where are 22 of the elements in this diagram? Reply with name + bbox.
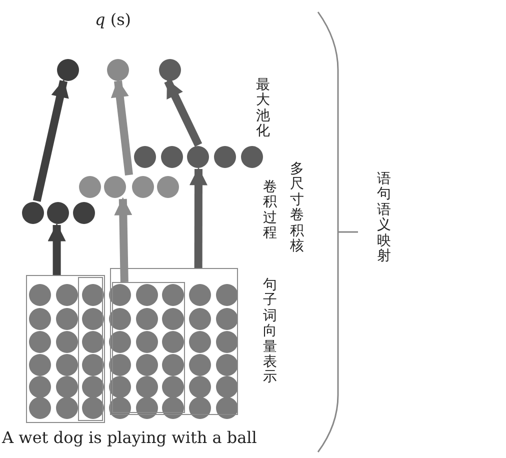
step-label: 最大池化	[256, 78, 270, 140]
feature-map-row	[78, 175, 180, 199]
arrow	[164, 79, 202, 147]
sentence-text: A wet dog is playing with a ball	[2, 428, 257, 447]
stage-label: 语句语义映射	[377, 172, 391, 264]
arrow	[189, 167, 208, 268]
arrow	[114, 197, 132, 282]
convolution-window-frame	[112, 282, 184, 412]
feature-map-row	[133, 145, 264, 169]
arrow	[110, 79, 133, 176]
step-label: 卷积过程	[263, 180, 277, 242]
neuron-circle	[159, 59, 181, 81]
neuron-circle	[107, 59, 129, 81]
step-label: 句子词向量表示	[263, 278, 277, 386]
output-label: q (s)	[95, 10, 132, 29]
arrow	[32, 79, 69, 202]
convolution-window-frame	[78, 276, 102, 420]
convolution-window-frame	[110, 268, 238, 415]
neuron-circle	[57, 59, 79, 81]
convolution-window-frame	[26, 275, 105, 423]
arrow	[48, 223, 66, 275]
step-label: 多尺寸卷积核	[290, 162, 304, 254]
